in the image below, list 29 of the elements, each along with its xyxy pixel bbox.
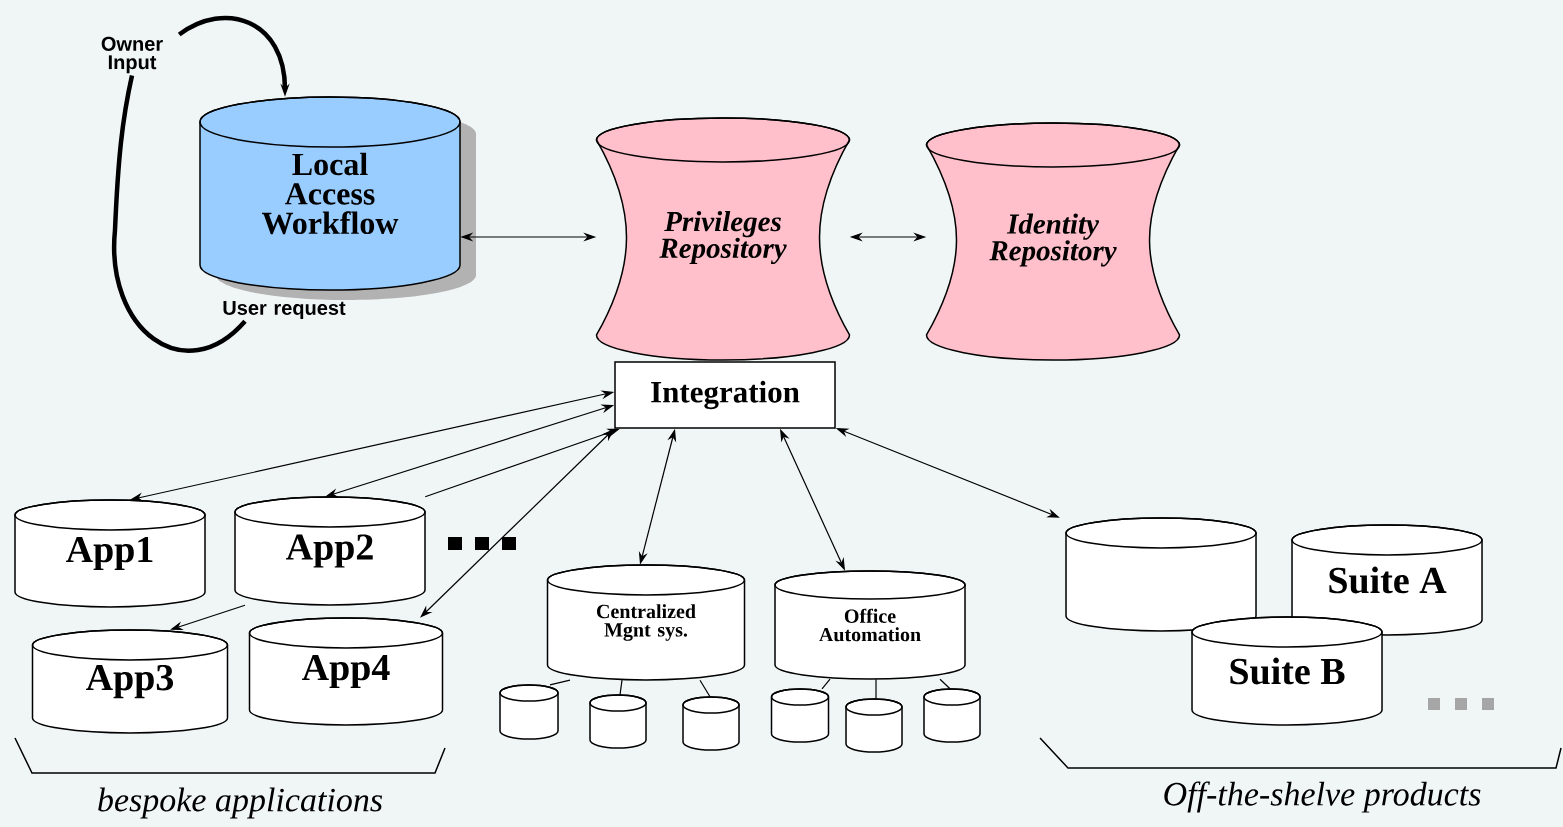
- note-text: User request: [223, 301, 346, 319]
- database-cylinder: [770, 688, 830, 743]
- note-text: Owner Input: [101, 36, 163, 74]
- database-cylinder: Local Access Workflow: [199, 96, 476, 300]
- database-cylinder: [499, 684, 559, 740]
- connector-line: [619, 679, 623, 696]
- group-caption: bespoke applications: [98, 787, 383, 819]
- process-box: Integration: [614, 361, 836, 429]
- database-cylinder: [589, 694, 647, 749]
- group-caption: Off-the-shelve products: [1164, 781, 1481, 813]
- database-cylinder: [923, 688, 981, 743]
- database-cylinder: [682, 696, 740, 751]
- database-cylinder: [845, 698, 903, 753]
- database-cylinder: [1065, 517, 1257, 632]
- database-cylinder: App3: [31, 629, 229, 734]
- database-cylinder: Centralized Mgnt sys.: [546, 564, 746, 681]
- database-cylinder: App2: [234, 496, 426, 606]
- connector-line: [549, 679, 571, 686]
- connector-line: [112, 74, 247, 353]
- connector-line: [939, 678, 951, 690]
- connector-line: [821, 678, 831, 690]
- connector-line: [699, 679, 711, 698]
- database-cylinder: App4: [248, 617, 444, 726]
- database-cylinder: Suite B: [1191, 616, 1383, 726]
- database-cylinder: App1: [14, 499, 206, 608]
- repository-drum: Identity Repository: [925, 122, 1181, 361]
- connector-line: [875, 678, 877, 700]
- database-cylinder: Office Automation: [774, 570, 966, 680]
- repository-drum: Privileges Repository: [595, 117, 851, 361]
